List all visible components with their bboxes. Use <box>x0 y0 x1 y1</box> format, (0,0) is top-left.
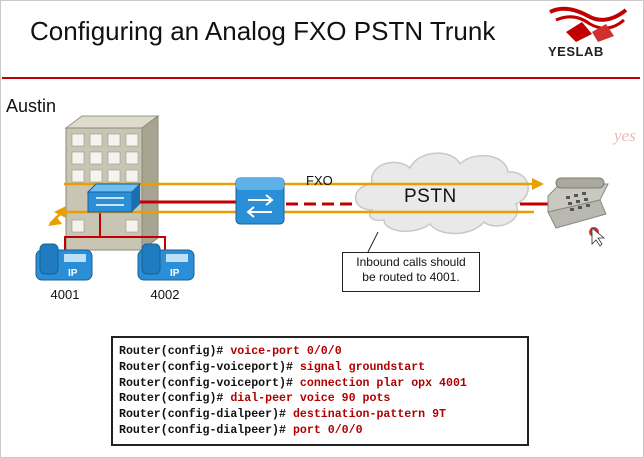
cursor-icon <box>589 227 606 247</box>
config-line: Router(config-voiceport)# signal grounds… <box>119 360 527 376</box>
config-command: signal groundstart <box>299 360 426 374</box>
slide-title: Configuring an Analog FXO PSTN Trunk <box>30 16 496 46</box>
config-command: dial-peer voice 90 pots <box>230 392 391 406</box>
callout-box: Inbound calls should be routed to 4001. <box>342 252 480 292</box>
config-command: voice-port 0/0/0 <box>230 345 342 358</box>
analog-phone-icon <box>547 177 609 229</box>
pstn-cloud-label: PSTN <box>404 186 457 207</box>
callout-pointer <box>367 231 379 253</box>
callout-line: Inbound calls should <box>356 255 466 269</box>
phone-extension-label: 4002 <box>150 287 180 302</box>
config-line: Router(config)# voice-port 0/0/0 <box>119 344 527 360</box>
svg-text:IP: IP <box>68 268 78 279</box>
config-line: Router(config)# dial-peer voice 90 pots <box>119 391 527 407</box>
internal-phone-drops <box>64 212 166 250</box>
config-prompt: Router(config-dialpeer)# <box>119 423 286 437</box>
callout-line: be routed to 4001. <box>362 270 460 284</box>
config-command: connection plar opx 4001 <box>299 376 467 390</box>
config-prompt: Router(config-voiceport)# <box>119 376 293 390</box>
building-router-icon <box>86 183 142 213</box>
svg-text:IP: IP <box>170 268 180 279</box>
pstn-cloud-icon <box>354 152 529 235</box>
title-divider <box>2 77 640 79</box>
config-line: Router(config-dialpeer)# destination-pat… <box>119 407 527 423</box>
config-prompt: Router(config)# <box>119 345 224 358</box>
ip-phone-4001-icon: IP <box>35 243 93 281</box>
config-line: Router(config-voiceport)# connection pla… <box>119 376 527 392</box>
fxo-link-label: FXO <box>306 173 333 188</box>
config-prompt: Router(config-dialpeer)# <box>119 408 286 422</box>
config-prompt: Router(config-voiceport)# <box>119 360 293 374</box>
site-label: Austin <box>6 96 57 116</box>
yeslab-logo <box>549 6 628 42</box>
config-prompt: Router(config)# <box>119 392 224 406</box>
config-command: port 0/0/0 <box>292 423 363 437</box>
call-path-arrows <box>64 182 534 214</box>
logo-text: YESLAB <box>548 44 604 59</box>
config-command: destination-pattern 9T <box>292 408 447 422</box>
voice-gateway-router-icon <box>235 177 285 225</box>
ip-phone-4002-icon: IP <box>137 243 195 281</box>
config-code-box: Router(config)# voice-port 0/0/0 Router(… <box>111 336 529 446</box>
config-line: Router(config-dialpeer)# port 0/0/0 <box>119 423 527 439</box>
watermark: yes <box>614 126 636 145</box>
phone-extension-label: 4001 <box>50 287 80 302</box>
network-diagram: IP IP <box>35 115 609 281</box>
